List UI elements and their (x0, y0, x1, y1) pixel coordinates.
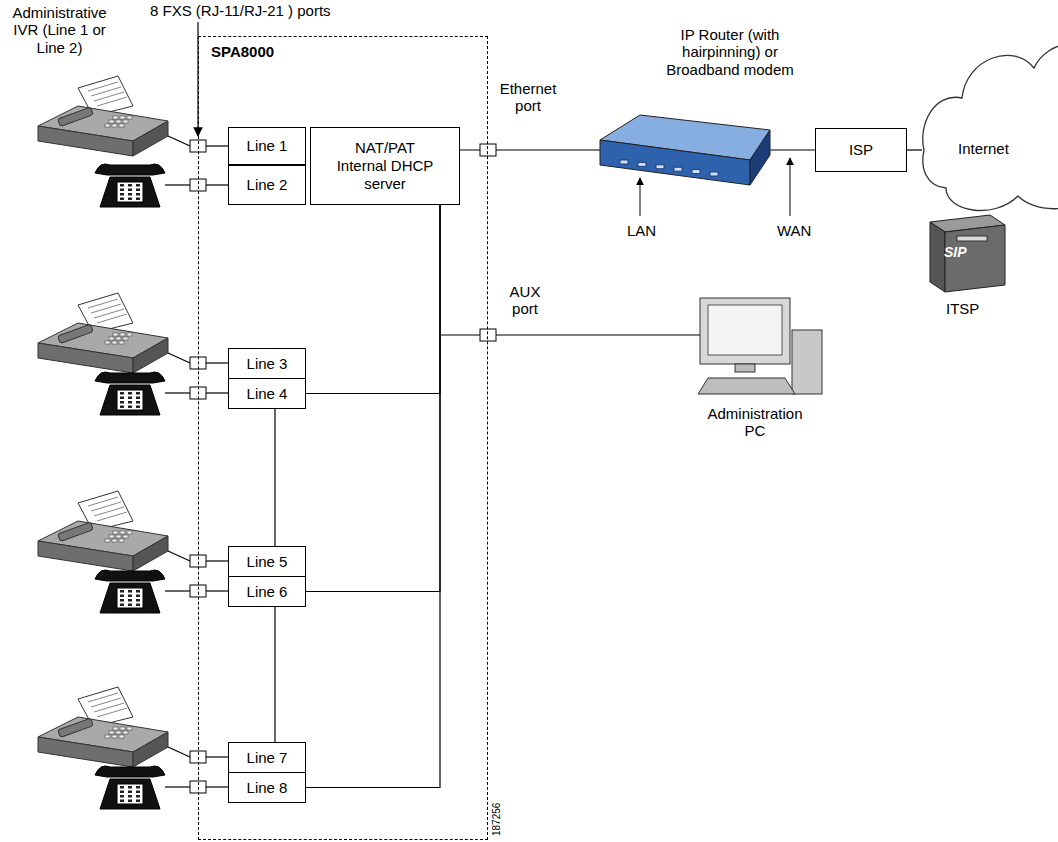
server-front (945, 225, 1005, 292)
connector (306, 205, 440, 394)
phone-icon (95, 766, 165, 809)
device-name: SPA8000 (211, 43, 274, 61)
fax-icon (38, 491, 168, 571)
device-label: IP Router (with hairpinning) or Broadban… (655, 26, 805, 78)
wire (206, 392, 228, 393)
internet-cloud: Internet (922, 30, 1058, 220)
wire (168, 551, 190, 561)
fax-icon (38, 76, 168, 156)
line-box: Line 7 (228, 742, 306, 773)
router-side (750, 130, 770, 185)
server-slot (957, 236, 987, 241)
line-box: Line 3 (228, 348, 306, 379)
pc-screen (708, 305, 782, 355)
ethernet-port (480, 144, 496, 156)
node-text: ISP (849, 141, 873, 159)
connector (907, 149, 922, 150)
router-light (638, 162, 646, 166)
aux-port (480, 329, 496, 341)
pc-tower (792, 330, 822, 394)
callout-arrow (790, 158, 791, 216)
wire (168, 353, 190, 363)
cloud-outline (922, 30, 1058, 220)
phone-icon (95, 570, 165, 613)
wire (206, 590, 228, 591)
port-label: Ethernet port (492, 80, 564, 115)
connector (306, 205, 440, 592)
callout-arrow (640, 178, 641, 216)
connector (274, 607, 275, 742)
logo-text: SIP (944, 244, 967, 260)
port-label: LAN (627, 222, 656, 239)
port-label: WAN (777, 222, 811, 239)
wire (165, 184, 190, 185)
router-light (710, 172, 718, 176)
isp-box: ISP (815, 128, 907, 172)
wire (165, 786, 190, 787)
node-text: Line 6 (247, 583, 288, 601)
router-light (620, 160, 628, 164)
connector (274, 409, 275, 546)
node-text: Line 7 (247, 749, 288, 767)
wire (165, 590, 190, 591)
port-label: AUX port (498, 283, 552, 318)
node-text: Line 8 (247, 779, 288, 797)
wire (168, 747, 190, 757)
pc-stand (735, 364, 755, 372)
wire (206, 145, 228, 146)
router-light (692, 170, 700, 174)
node-text: Line 3 (247, 355, 288, 373)
wire (206, 184, 228, 185)
router-light (656, 165, 664, 169)
wire (206, 756, 228, 757)
nat-dhcp-box: NAT/PAT Internal DHCP server (310, 127, 460, 205)
aux-wire (440, 334, 700, 335)
phone-icon (95, 164, 165, 207)
server-label: ITSP (946, 300, 979, 317)
wire (206, 560, 228, 561)
wire (206, 786, 228, 787)
line-box: Line 5 (228, 546, 306, 577)
callout-text: 8 FXS (RJ-11/RJ-21 ) ports (150, 2, 331, 19)
node-text: Line 5 (247, 553, 288, 571)
callout-text: Administrative IVR (Line 1 or Line 2) (2, 4, 117, 56)
line-box: Line 1 (228, 127, 306, 165)
line-box: Line 4 (228, 378, 306, 409)
device-enclosure: Line 1 Line 2 NAT/PAT Internal DHCP server… (198, 36, 488, 840)
figure-number: 187256 (491, 803, 503, 836)
node-text: Internet (958, 140, 1009, 158)
wan-wire (770, 149, 815, 150)
server-side (930, 222, 945, 292)
wire (168, 136, 190, 146)
router-light (674, 167, 682, 171)
fax-icon (38, 687, 168, 767)
line-box: Line 2 (228, 165, 306, 205)
line-box: Line 8 (228, 772, 306, 803)
node-text: Line 2 (247, 176, 288, 194)
router-front (600, 140, 750, 185)
wire (206, 362, 228, 363)
pc-keyboard (698, 378, 795, 394)
phone-icon (95, 372, 165, 415)
wire (165, 392, 190, 393)
connector (306, 205, 440, 788)
line-box: Line 6 (228, 576, 306, 607)
node-text: Line 1 (247, 137, 288, 155)
device-label: Administration PC (700, 405, 810, 440)
node-text: NAT/PAT Internal DHCP server (329, 139, 441, 193)
fax-icon (38, 293, 168, 373)
pc-monitor (700, 298, 790, 364)
node-text: Line 4 (247, 385, 288, 403)
